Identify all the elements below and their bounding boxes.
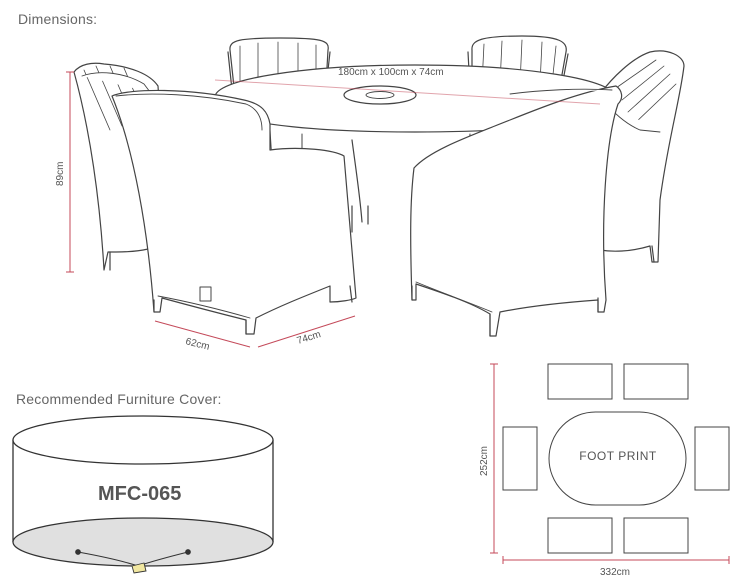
chair-width-line (154, 320, 251, 348)
table (214, 64, 616, 233)
footprint-dimension-lines (490, 363, 730, 564)
chair-front-left (111, 89, 357, 335)
chair-height-label: 89cm (55, 162, 66, 186)
footprint-diagram (502, 363, 730, 554)
footprint-chair-top-left (547, 363, 613, 400)
dimension-lines (66, 71, 601, 348)
cover-toggle-icon (131, 562, 147, 574)
recommended-cover-heading: Recommended Furniture Cover: (16, 391, 222, 407)
footprint-chair-bottom-left (547, 517, 613, 554)
dining-set-illustration (73, 35, 685, 337)
footprint-chair-left (502, 426, 538, 491)
footprint-chair-bottom-right (623, 517, 689, 554)
footprint-width-label: 332cm (600, 567, 630, 578)
footprint-chair-right (694, 426, 730, 491)
chair-width-label: 62cm (184, 336, 210, 353)
cover-base (12, 517, 274, 567)
footprint-depth-label: 252cm (479, 446, 490, 476)
footprint-chair-top-right (623, 363, 689, 400)
table-dimension-line (214, 79, 601, 105)
cover-model-code: MFC-065 (98, 483, 181, 505)
chair-depth-line (257, 315, 356, 348)
cover-top (12, 415, 274, 465)
table-dimension-label: 180cm x 100cm x 74cm (338, 67, 444, 78)
dimensions-heading: Dimensions: (18, 11, 98, 27)
chair-depth-label: 74cm (296, 329, 323, 347)
chair-front-right (410, 85, 623, 337)
footprint-table (548, 411, 687, 506)
furniture-cover-illustration (12, 415, 274, 574)
footprint-label: FOOT PRINT (579, 449, 657, 463)
chair-far-right (599, 50, 685, 263)
